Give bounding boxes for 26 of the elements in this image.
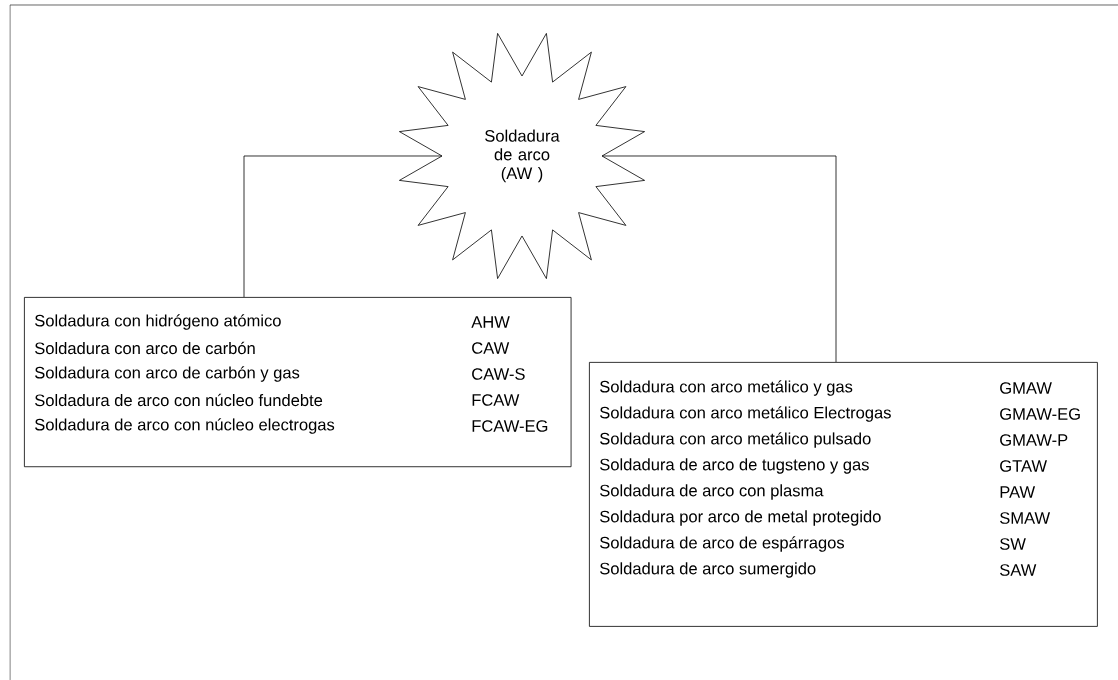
abbreviation: GMAW-P [1000, 434, 1068, 446]
abbreviation: PAW [1000, 486, 1036, 498]
process-name: Soldadura con hidrógeno atómico [35, 314, 281, 330]
process-name: Soldadura de arco de espárragos [600, 536, 845, 552]
abbreviation: GTAW [1000, 460, 1047, 472]
process-name: Soldadura con arco metálico Electrogas [600, 406, 891, 422]
process-name: Soldadura con arco metálico pulsado [600, 432, 871, 448]
process-name: Soldadura de arco con plasma [600, 484, 824, 500]
abbreviation: CAW-S [472, 368, 525, 380]
abbreviation: FCAW [472, 394, 520, 406]
abbreviation: GMAW-EG [1000, 408, 1080, 420]
process-name: Soldadura con arco metálico y gas [600, 380, 853, 396]
process-name: Soldadura por arco de metal protegido [600, 510, 881, 526]
process-name: Soldadura de arco con núcleo fundebte [35, 393, 323, 407]
process-name: Soldadura con arco de carbón y gas [35, 366, 300, 382]
process-name: Soldadura con arco de carbón [35, 341, 255, 355]
process-name: Soldadura de arco con núcleo electrogas [35, 418, 335, 434]
abbreviation: SW [1000, 538, 1026, 550]
abbreviation: SMAW [1000, 512, 1051, 524]
abbreviation: AHW [471, 316, 510, 328]
abbreviation: SAW [1000, 564, 1037, 576]
process-name: Soldadura de arco de tugsteno y gas [600, 458, 869, 474]
abbreviation: FCAW-EG [472, 420, 548, 432]
abbreviation: CAW [472, 342, 510, 354]
process-name: Soldadura de arco sumergido [600, 562, 816, 578]
abbreviation: GMAW [1000, 382, 1052, 394]
